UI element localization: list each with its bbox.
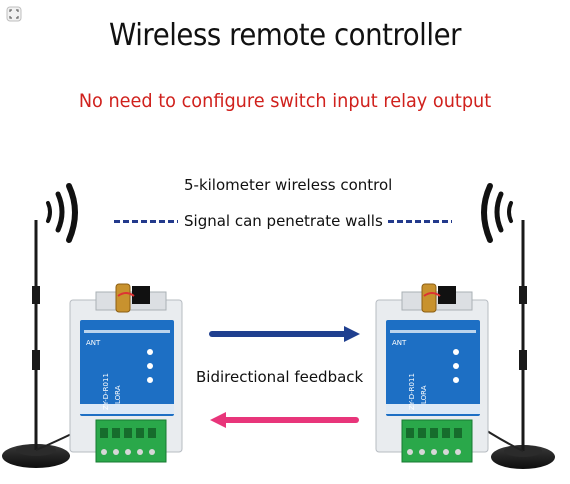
subtitle: No need to configure switch input relay … [78,90,492,112]
ant-label: ANT [392,339,407,347]
wireless-waves-icon [46,183,78,243]
dashed-signal-line-right [388,220,452,223]
left-relay-module: ANT ZY-D-R011 LORA [69,283,183,463]
page-title: Wireless remote controller [108,18,462,53]
right-relay-module: ANT ZY-D-R011 LORA [375,283,489,463]
type-label: LORA [420,385,428,404]
expand-icon[interactable] [6,6,22,22]
back-arrow-icon [210,412,359,428]
forward-arrow-icon [209,326,360,342]
type-label: LORA [114,385,122,404]
walls-label: Signal can penetrate walls [184,212,383,230]
model-label: ZY-D-R011 [408,373,416,410]
dashed-signal-line-left [114,220,178,223]
model-label: ZY-D-R011 [102,373,110,410]
right-antenna [469,220,555,469]
left-antenna [2,220,101,468]
range-label: 5-kilometer wireless control [184,176,393,194]
ant-label: ANT [86,339,101,347]
wireless-waves-icon [481,183,513,243]
feedback-label: Bidirectional feedback [196,368,364,386]
